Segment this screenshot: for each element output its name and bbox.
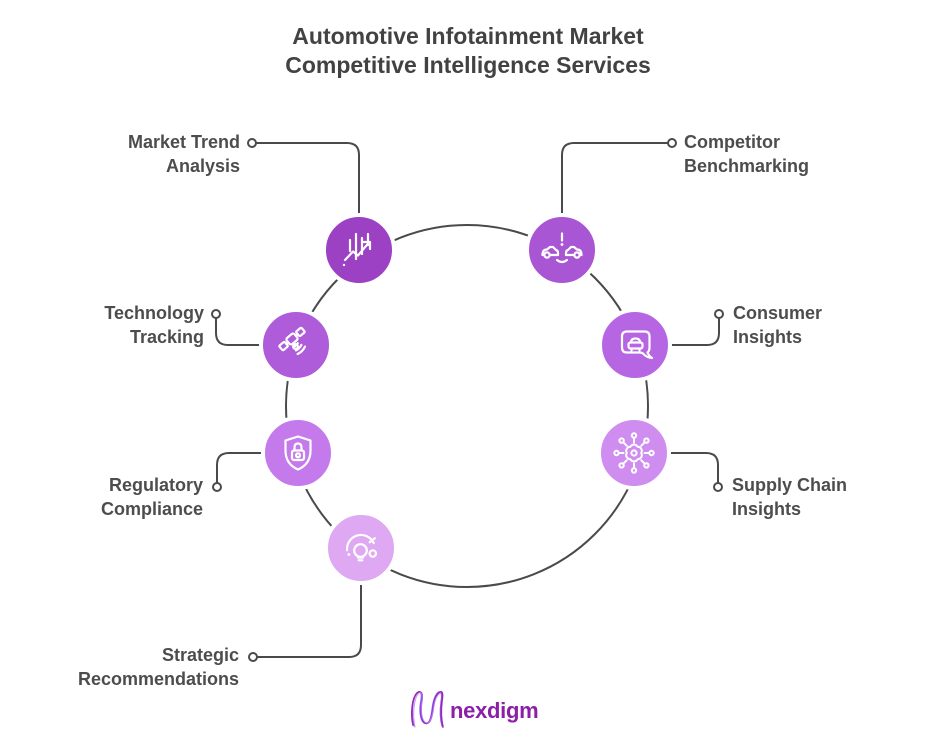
page-title: Automotive Infotainment Market Competiti… (0, 22, 936, 80)
connector-dots (211, 138, 724, 662)
node-circle-market-trend (322, 213, 396, 287)
dot-competitor (667, 138, 677, 148)
node-competitor-benchmarking (525, 213, 599, 287)
node-regulatory-compliance (261, 416, 335, 490)
label-competitor-benchmarking: Competitor Benchmarking (684, 130, 809, 178)
node-strategic-recommendations (324, 511, 398, 585)
label-line: Tracking (129, 327, 204, 347)
dot-technology (211, 309, 221, 319)
label-consumer-insights: Consumer Insights (733, 301, 822, 349)
nexdigm-logo-icon (411, 690, 444, 728)
label-line: Insights (733, 327, 803, 347)
connector-competitor (561, 142, 669, 251)
node-market-trend-analysis (322, 213, 396, 287)
label-line: Competitor (684, 132, 780, 152)
dot-consumer (714, 309, 724, 319)
car-comparison-icon (541, 232, 583, 264)
label-line: Benchmarking (684, 156, 810, 176)
node-circle-strategic (324, 511, 398, 585)
label-line: Compliance (100, 499, 203, 519)
label-technology-tracking: Technology Tracking (104, 301, 204, 349)
label-line: Regulatory (108, 475, 203, 495)
dot-supply-chain (713, 482, 723, 492)
connector-technology (215, 317, 297, 346)
node-technology-tracking (259, 308, 333, 382)
brand-name: nexdigm (450, 698, 539, 723)
trend-chart-icon (342, 232, 372, 267)
car-chat-bubble-icon (620, 330, 654, 360)
connector-regulatory (216, 452, 299, 484)
lightbulb-gauge-icon (345, 533, 378, 562)
label-line: Consumer (733, 303, 823, 323)
label-strategic-recommendations: Strategic Recommendations (78, 643, 239, 691)
label-line: Insights (732, 499, 802, 519)
label-line: Analysis (165, 156, 240, 176)
connector-lines (215, 142, 720, 658)
label-line: Strategic (161, 645, 239, 665)
label-line: Supply Chain (732, 475, 848, 495)
dot-strategic (248, 652, 258, 662)
label-line: Market Trend (127, 132, 240, 152)
satellite-icon (278, 326, 307, 356)
label-market-trend-analysis: Market Trend Analysis (128, 130, 240, 178)
label-line: Technology (104, 303, 204, 323)
page-title-line2: Competitive Intelligence Services (285, 52, 651, 78)
node-circle-consumer (598, 308, 672, 382)
node-supply-chain-insights (597, 416, 671, 490)
node-circle-supply-chain (597, 416, 671, 490)
connector-strategic (256, 547, 362, 658)
node-consumer-insights (598, 308, 672, 382)
connector-market-trend (255, 142, 360, 251)
main-ring (285, 224, 649, 588)
dot-regulatory (212, 482, 222, 492)
label-regulatory-compliance: Regulatory Compliance (101, 473, 203, 521)
label-line: Recommendations (77, 669, 239, 689)
network-hub-icon (613, 432, 655, 474)
connector-consumer (634, 317, 720, 346)
label-supply-chain-insights: Supply Chain Insights (732, 473, 847, 521)
page-title-line1: Automotive Infotainment Market (292, 23, 644, 49)
dot-market-trend (247, 138, 257, 148)
shield-lock-icon (284, 435, 312, 471)
connector-supply-chain (633, 452, 719, 484)
node-circle-competitor (525, 213, 599, 287)
